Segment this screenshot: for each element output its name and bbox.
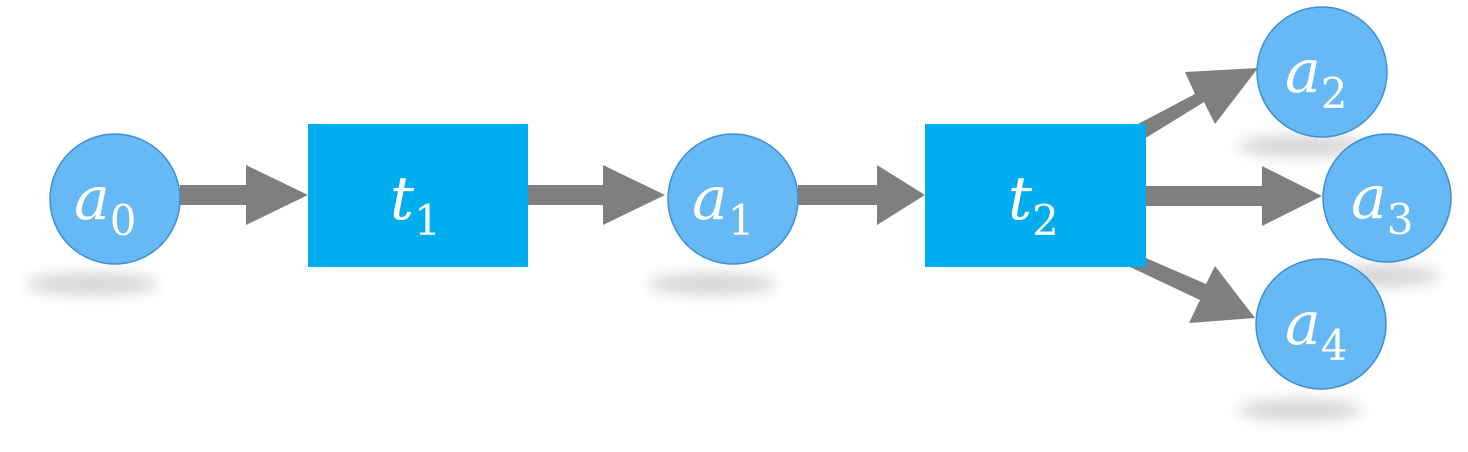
states	[49, 6, 1452, 390]
node-labels: a0 t1 a1 t2 a2 a3 a4	[74, 37, 1414, 370]
transition-t1	[308, 124, 528, 267]
transition-t2	[925, 124, 1146, 267]
shadow-a4	[1238, 399, 1362, 421]
state-a3	[1322, 133, 1452, 263]
shadow-a2	[1238, 135, 1366, 157]
label-a2: a2	[1285, 37, 1348, 118]
arrow-a1-t2	[798, 165, 925, 225]
arrow-t2-a2	[1136, 68, 1258, 139]
label-a3: a3	[1351, 163, 1414, 244]
state-a1	[667, 133, 799, 265]
label-a4: a4	[1285, 289, 1348, 370]
state-a4	[1255, 258, 1387, 390]
state-a0	[49, 133, 181, 265]
arrow-t2-a4	[1128, 252, 1255, 323]
transitions	[308, 124, 1146, 267]
state-a2	[1256, 6, 1388, 138]
label-t1: t1	[390, 164, 441, 245]
label-a0: a0	[74, 164, 137, 245]
shadow-a1	[648, 273, 776, 295]
arrow-t1-a1	[528, 165, 665, 225]
edges	[180, 68, 1322, 323]
label-t2: t2	[1008, 164, 1059, 245]
arrow-a0-t1	[180, 165, 308, 225]
shadow-a0	[26, 273, 158, 295]
label-a1: a1	[692, 164, 755, 245]
arrow-t2-a3	[1146, 166, 1322, 226]
